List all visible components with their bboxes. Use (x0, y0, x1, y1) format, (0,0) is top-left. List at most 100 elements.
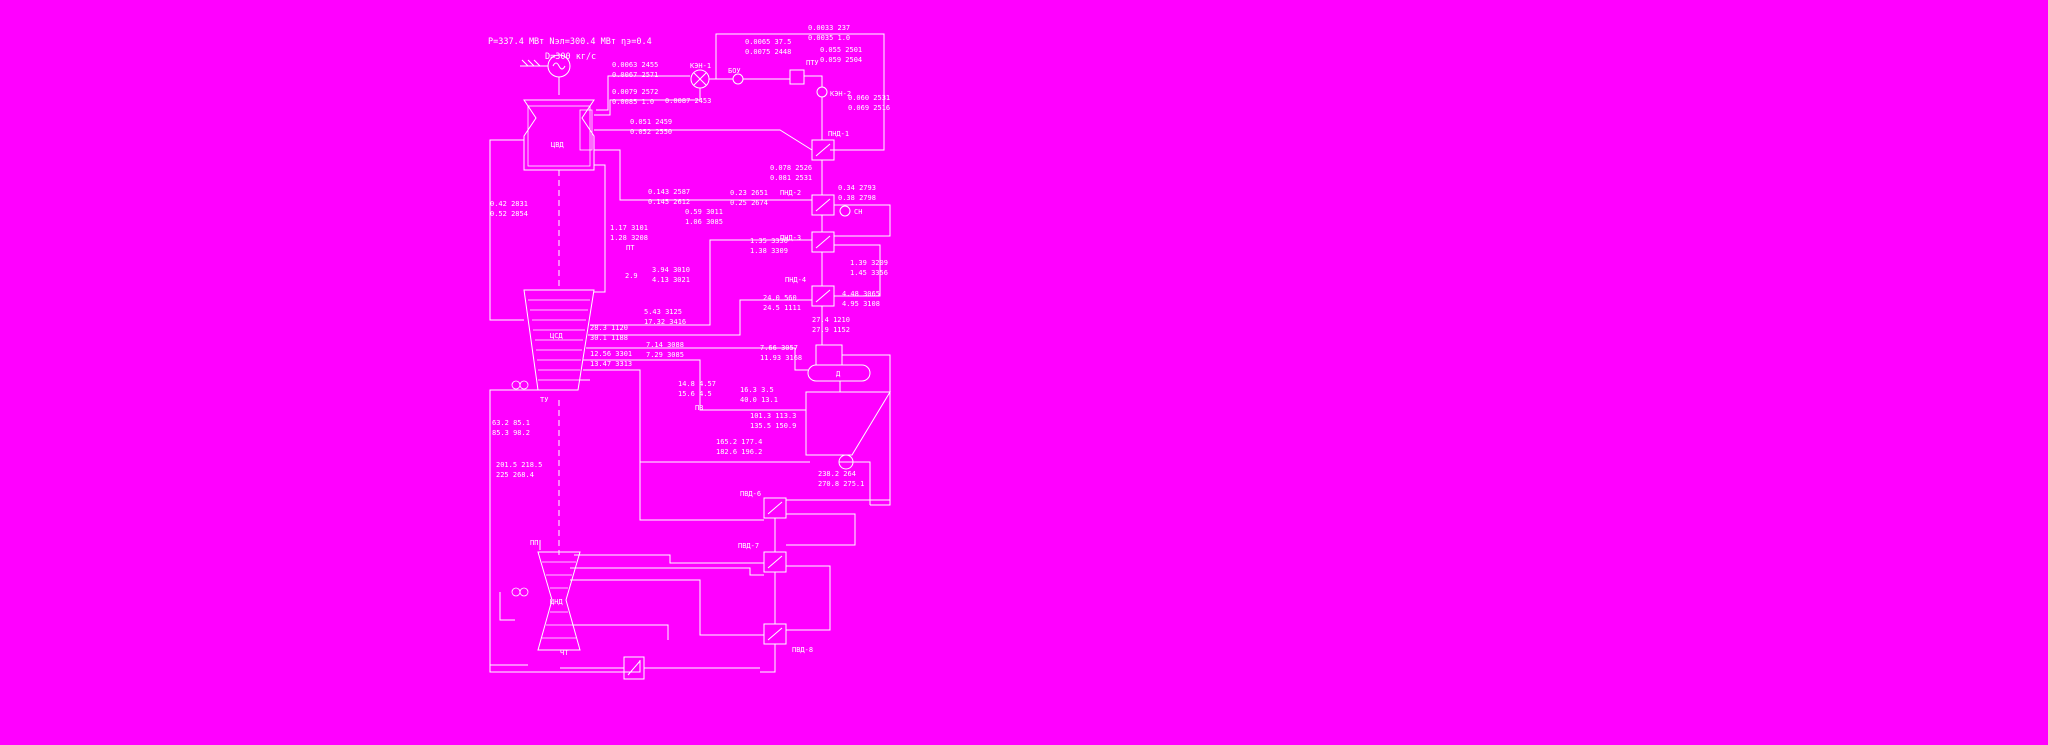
pvd8-label: ПВД-8 (792, 646, 813, 654)
param-label: 0.0063 2455 (612, 61, 658, 69)
param-label: 270.8 275.1 (818, 480, 864, 488)
param-label: 0.081 2531 (770, 174, 812, 182)
param-label: 1.17 3101 (610, 224, 648, 232)
lp-turbine: ЦНД (537, 551, 581, 651)
header-line2: D=300 кг/с (545, 52, 596, 62)
param-label: 0.060 2531 (848, 94, 890, 102)
sn-label: СН (854, 208, 862, 216)
generator-icon (520, 54, 571, 95)
param-label: 7.29 3085 (646, 351, 684, 359)
lp-turbine-label: ЦНД (550, 598, 563, 606)
param-label: 0.25 2674 (730, 199, 768, 207)
pvd7-label: ПВД-7 (738, 542, 759, 550)
param-label: 1.39 3209 (850, 259, 888, 267)
param-label: 24.5 1111 (763, 304, 801, 312)
pnd3-label: ПНД-3 (780, 234, 801, 242)
param-label: 1.06 3085 (685, 218, 723, 226)
param-label: 135.5 150.9 (750, 422, 796, 430)
deaerator-label: Д (836, 370, 841, 378)
param-label: 0.0085 1.0 (612, 98, 654, 106)
param-label: 27.9 1152 (812, 326, 850, 334)
param-label: 27.4 1210 (812, 316, 850, 324)
kn1-label: КЭН-1 (690, 62, 711, 70)
param-label: 0.0079 2572 (612, 88, 658, 96)
param-label: 0.34 2793 (838, 184, 876, 192)
header-line1: P=337.4 МВт Nэл=300.4 МВт ηэ=0.4 (488, 37, 652, 47)
param-label: 0.52 2854 (490, 210, 528, 218)
param-label: 165.2 177.4 (716, 438, 762, 446)
param-label: 4.48 3065 (842, 290, 880, 298)
condenser (560, 656, 760, 680)
pnd3-box (811, 231, 835, 253)
deaerator-top (815, 344, 843, 366)
param-label: 101.3 113.3 (750, 412, 796, 420)
param-label: 0.059 2504 (820, 56, 862, 64)
param-label: 16.3 3.5 (740, 386, 774, 394)
param-label: 0.59 3011 (685, 208, 723, 216)
misc-tags: ПТ ПЗ ТУ ПП ЧТ 2.9 (530, 244, 703, 657)
parameter-labels: 0.0033 237 0.0035 1.0 0.0063 2455 0.0067… (490, 24, 890, 488)
param-label: 17.32 3416 (644, 318, 686, 326)
tag: ПТ (626, 244, 635, 252)
param-label: 0.23 2651 (730, 189, 768, 197)
condensate-train: КЭН-1 БОУ ПТУ КЭН-2 (596, 33, 885, 151)
param-label: 12.56 3301 (590, 350, 632, 358)
param-label: 182.6 196.2 (716, 448, 762, 456)
ip-turbine: ЦСД (523, 289, 595, 391)
param-label: 63.2 85.1 (492, 419, 530, 427)
param-label: 238.2 264 (818, 470, 856, 478)
param-label: 7.14 3088 (646, 341, 684, 349)
kn2-label: КЭН-2 (830, 90, 851, 98)
hp-turbine: ЦВД (523, 99, 595, 171)
param-label: 24.0 560 (763, 294, 797, 302)
ip-turbine-label: ЦСД (550, 332, 563, 340)
param-label: 40.0 13.1 (740, 396, 778, 404)
param-label: 1.38 3309 (750, 247, 788, 255)
param-label: 0.055 2501 (820, 46, 862, 54)
param-label: 5.43 3125 (644, 308, 682, 316)
tag: ЧТ (560, 649, 569, 657)
pnd2-label: ПНД-2 (780, 189, 801, 197)
param-label: 0.069 2516 (848, 104, 890, 112)
param-label: 7.66 3057 (760, 344, 798, 352)
pnd1-label: ПНД-1 (828, 130, 849, 138)
param-label: 1.45 3356 (850, 269, 888, 277)
param-label: 0.0035 1.0 (808, 34, 850, 42)
param-label: 1.35 3330 (750, 237, 788, 245)
param-label: 0.051 2459 (630, 118, 672, 126)
tag: ПЗ (695, 404, 703, 412)
param-label: 3.94 3010 (652, 266, 690, 274)
hp-heaters: ПВД-6 ПВД-7 ПВД-8 (738, 450, 891, 673)
param-label: 201.5 218.5 (496, 461, 542, 469)
param-label: 13.47 3313 (590, 360, 632, 368)
tag: ТУ (540, 396, 548, 404)
param-label: 0.0067 2571 (612, 71, 658, 79)
param-label: 4.13 3021 (652, 276, 690, 284)
param-label: 30.1 1188 (590, 334, 628, 342)
ptu-label: ПТУ (806, 59, 819, 67)
param-label: 0.078 2526 (770, 164, 812, 172)
param-label: 0.0075 2448 (745, 48, 791, 56)
left-piping (489, 139, 641, 673)
param-label: 14.8 4.57 (678, 380, 716, 388)
param-label: 0.0033 237 (808, 24, 850, 32)
extraction-lines (570, 88, 813, 640)
deaerator: Д (807, 344, 891, 506)
hp-turbine-label: ЦВД (551, 141, 564, 149)
param-label: 0.0065 37.5 (745, 38, 791, 46)
param-label: 4.95 3108 (842, 300, 880, 308)
param-label: 11.93 3168 (760, 354, 802, 362)
param-label: 28.3 1120 (590, 324, 628, 332)
param-label: 0.0087 2453 (665, 97, 711, 105)
param-label: 0.38 2798 (838, 194, 876, 202)
param-label: 225 268.4 (496, 471, 534, 479)
tag: ПП (530, 539, 538, 547)
lp-heaters: ПНД-1 ПНД-2 СН ПНД-3 ПНД-4 (780, 130, 891, 345)
param-label: 85.3 98.2 (492, 429, 530, 437)
param-label: 0.145 2612 (648, 198, 690, 206)
param-label: 1.28 3208 (610, 234, 648, 242)
param-label: 15.6 4.5 (678, 390, 712, 398)
param-label: 0.143 2587 (648, 188, 690, 196)
pvd6-label: ПВД-6 (740, 490, 761, 498)
